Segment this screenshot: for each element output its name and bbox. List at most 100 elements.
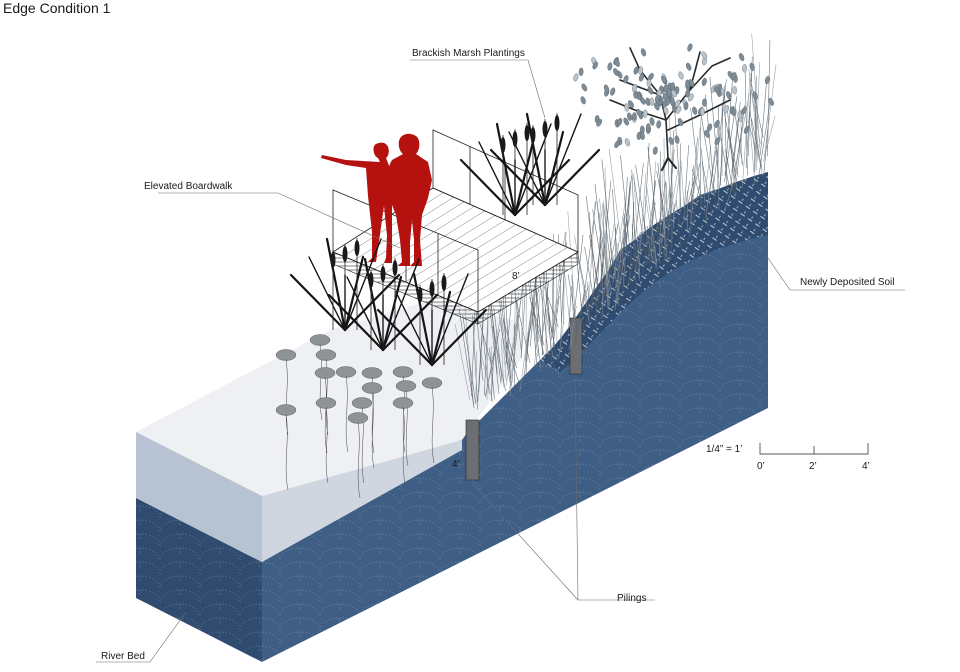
leaf bbox=[730, 72, 737, 80]
grass-blade bbox=[590, 241, 602, 311]
tree-foliage bbox=[573, 43, 774, 155]
leaf bbox=[665, 97, 671, 106]
leaf bbox=[768, 97, 774, 106]
leaf bbox=[764, 75, 771, 85]
leaf bbox=[632, 83, 638, 93]
plank-line bbox=[343, 192, 444, 257]
lily-pad bbox=[309, 334, 331, 346]
cattail-head bbox=[441, 275, 447, 291]
grass-blade bbox=[602, 254, 615, 302]
leaf bbox=[656, 120, 662, 129]
reed-leaf bbox=[382, 258, 420, 351]
leaf bbox=[610, 87, 616, 96]
grass-blade bbox=[642, 213, 654, 261]
leaf bbox=[675, 105, 682, 114]
leaf bbox=[668, 136, 674, 145]
lily-pad bbox=[392, 397, 414, 409]
grass-blade bbox=[754, 61, 761, 173]
grass-blade bbox=[689, 162, 701, 206]
piling-height-dimension: 4’ bbox=[452, 459, 460, 470]
leader-piling-front bbox=[471, 482, 579, 601]
lily-stem bbox=[431, 386, 435, 464]
grass-blade bbox=[505, 311, 519, 387]
reed-leaf bbox=[346, 276, 384, 351]
leaf bbox=[580, 96, 586, 105]
leaf bbox=[649, 97, 655, 106]
grass-blade bbox=[479, 347, 494, 402]
grass-blade bbox=[621, 187, 630, 275]
lily-pad bbox=[361, 382, 383, 394]
boardwalk-edge-right bbox=[477, 251, 579, 325]
grass-blade bbox=[560, 231, 567, 345]
reed-leaf bbox=[343, 273, 401, 332]
grass-blade bbox=[599, 198, 612, 293]
leaf bbox=[732, 86, 737, 95]
plank-line bbox=[436, 233, 537, 296]
leaf bbox=[674, 135, 680, 144]
grass-blade bbox=[558, 234, 562, 323]
grass-blade bbox=[486, 319, 489, 400]
grass-blade bbox=[705, 94, 717, 210]
cattail-head bbox=[542, 121, 548, 137]
leaf bbox=[636, 108, 642, 117]
figure-standing bbox=[387, 133, 432, 266]
leaf bbox=[677, 118, 684, 127]
leaf bbox=[614, 58, 620, 67]
grass-blade bbox=[612, 221, 628, 284]
leader-boardwalk bbox=[158, 192, 401, 249]
grass-blade bbox=[531, 310, 538, 366]
leaf bbox=[731, 107, 737, 117]
leaf bbox=[688, 93, 694, 102]
leaf bbox=[726, 91, 732, 100]
leaf bbox=[663, 106, 669, 115]
grass-blade bbox=[729, 119, 740, 191]
grass-blade bbox=[754, 75, 757, 172]
piling-front bbox=[465, 419, 480, 481]
grass-blade bbox=[454, 323, 471, 401]
grass-blade bbox=[734, 113, 744, 166]
grass-blade bbox=[633, 173, 641, 281]
newly-deposited-soil-texture bbox=[540, 172, 768, 372]
cattail-head bbox=[524, 125, 530, 141]
reed-leaf bbox=[489, 148, 547, 207]
leaf bbox=[661, 76, 668, 84]
leaf bbox=[749, 62, 755, 71]
grass-blade bbox=[603, 204, 614, 287]
grass-blade bbox=[594, 187, 609, 280]
leaf bbox=[683, 101, 689, 111]
grass-blade bbox=[623, 181, 631, 293]
lily-stem bbox=[371, 391, 375, 469]
lily-stem bbox=[405, 389, 409, 467]
grass-blade bbox=[616, 214, 631, 293]
grass-blade bbox=[662, 182, 668, 230]
leaf bbox=[592, 61, 598, 70]
leaf bbox=[573, 73, 579, 82]
grass-blade bbox=[751, 118, 762, 168]
leaf bbox=[617, 117, 623, 127]
leaf bbox=[740, 106, 747, 115]
grass-blade bbox=[744, 69, 748, 176]
leaf bbox=[627, 112, 633, 121]
leader-lines bbox=[96, 59, 905, 663]
grass-blade bbox=[571, 275, 574, 323]
leaf bbox=[678, 71, 684, 80]
leaf bbox=[743, 125, 750, 134]
label-brackish-marsh-plantings: Brackish Marsh Plantings bbox=[412, 48, 525, 59]
cattail-head bbox=[554, 115, 560, 131]
cattail-head bbox=[530, 127, 536, 143]
grass-blade bbox=[700, 127, 702, 208]
label-river-bed: River Bed bbox=[101, 651, 145, 662]
reed-leaf bbox=[325, 237, 347, 332]
cattail-head bbox=[330, 252, 336, 268]
lily-pad bbox=[314, 367, 336, 379]
grass-blade bbox=[763, 64, 777, 163]
leaf bbox=[623, 117, 629, 126]
scale-tick-0: 0’ bbox=[757, 461, 765, 472]
leaf bbox=[738, 53, 745, 62]
leaf bbox=[654, 94, 660, 103]
cattail-head bbox=[342, 246, 348, 262]
grass-blade bbox=[724, 167, 739, 211]
grass-blade bbox=[690, 106, 703, 223]
lily-stem bbox=[285, 413, 289, 491]
grass-blade bbox=[574, 285, 586, 347]
